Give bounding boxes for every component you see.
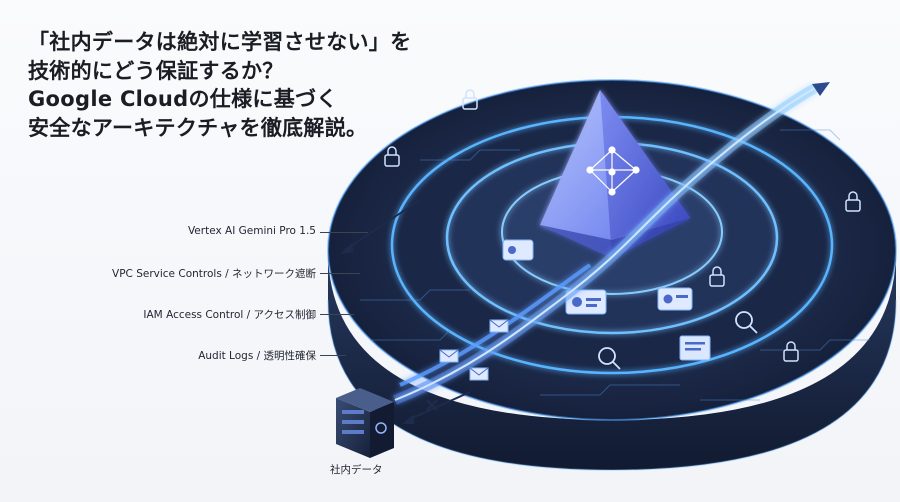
circuit-lines <box>360 129 870 401</box>
headline-line-4: 安全なアーキテクチャを徹底解説。 <box>28 115 368 140</box>
headline: 「社内データは絶対に学習させない」を 技術的にどう保証するか？ Google C… <box>28 28 498 142</box>
headline-line-3: Google Cloudの仕様に基づく <box>28 87 338 111</box>
search-log-icon <box>598 347 621 370</box>
envelope-icon <box>469 367 489 381</box>
lock-icon <box>709 266 725 287</box>
lock-icon <box>384 146 400 167</box>
leader-line <box>320 355 346 356</box>
leader-line <box>320 273 360 274</box>
id-card-icon <box>657 287 693 311</box>
document-icon <box>679 335 711 361</box>
envelope-icon <box>439 349 459 363</box>
search-log-icon <box>735 311 758 334</box>
id-card-icon <box>502 239 534 261</box>
layer-label-vertex-ai: Vertex AI Gemini Pro 1.5 <box>187 225 316 237</box>
lock-icon <box>845 191 861 212</box>
blocked-arrow <box>402 391 471 424</box>
lock-icon <box>783 341 799 362</box>
headline-line-2: 技術的にどう保証するか？ <box>28 58 284 83</box>
neural-network-icon <box>586 146 640 196</box>
layer-label-iam-access-control: IAM Access Control / アクセス制御 <box>143 309 316 321</box>
headline-line-1: 「社内データは絶対に学習させない」を <box>28 30 412 54</box>
id-card-icon <box>565 289 607 315</box>
envelope-icon <box>489 319 509 333</box>
layer-label-vpc-service-controls: VPC Service Controls / ネットワーク遮断 <box>112 268 316 280</box>
arrow-up-right-icon <box>812 82 830 96</box>
layer-label-audit-logs: Audit Logs / 透明性確保 <box>198 350 316 362</box>
blocked-arrow-left <box>340 199 421 254</box>
leader-line <box>320 232 368 233</box>
source-data-label: 社内データ <box>330 464 383 476</box>
lock-icon <box>462 89 478 110</box>
leader-line <box>320 314 354 315</box>
server-icon <box>336 388 394 458</box>
